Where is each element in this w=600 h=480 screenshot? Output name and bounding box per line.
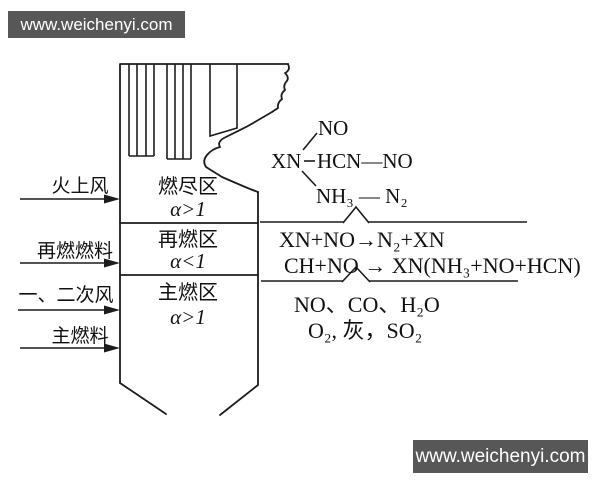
- inlet-arrow-main-fuel: [20, 343, 120, 353]
- watermark-text: www.weichenyi.com: [415, 445, 586, 467]
- label-primary-secondary-air: 一、二次风: [18, 284, 113, 306]
- label-reburn-fuel: 再燃燃料: [37, 240, 113, 262]
- products-line-1: NO、CO、H₂O: [294, 292, 440, 317]
- zone-main-name: 主燃区: [158, 281, 218, 304]
- reaction-1: XN+NO→N₂+XN: [279, 227, 445, 252]
- inlet-arrow-reburn-fuel: [20, 258, 120, 268]
- zone-reburn-alpha: α<1: [170, 249, 206, 273]
- watermark-text: www.weichenyi.com: [20, 14, 173, 34]
- inlet-arrow-primary-secondary-air: [18, 305, 120, 315]
- extension-line-lower: [261, 265, 518, 283]
- furnace-left-wall-top-edge: [119, 63, 289, 384]
- zone-burnout-alpha: α>1: [170, 197, 206, 221]
- furnace-jagged-top-right-edge: [203, 63, 290, 193]
- reaction-2: CH+NO → XN(NH₃+NO+HCN): [284, 253, 581, 278]
- chem-xn: XN: [271, 149, 301, 173]
- chem-nh3-n2: NH₃ — N₂: [316, 184, 408, 208]
- chem-hcn-no: HCN—NO: [317, 149, 413, 173]
- products-line-2: O₂, 灰，SO₂: [308, 318, 422, 343]
- tube-bundle-hatch-middle: [166, 64, 192, 160]
- zone-burnout-name: 燃尽区: [158, 175, 218, 198]
- furnace-right-wall: [219, 191, 259, 416]
- tube-bundle-hatch-left: [128, 64, 155, 157]
- caret-lower: [341, 265, 371, 283]
- furnace-hopper-left-slant: [119, 382, 167, 415]
- watermark-bottom-right: www.weichenyi.com: [413, 440, 588, 473]
- zone-main-alpha: α>1: [170, 305, 206, 329]
- inlet-arrow-overfire-air: [20, 194, 120, 204]
- label-main-fuel: 主燃料: [51, 325, 108, 347]
- watermark-top-left: www.weichenyi.com: [8, 11, 185, 38]
- label-overfire-air: 火上风: [51, 175, 108, 197]
- caret-upper: [342, 205, 370, 224]
- platen-panel: [209, 64, 238, 138]
- chem-no-top: NO: [318, 116, 348, 140]
- extension-line-upper: [260, 205, 527, 224]
- zone-reburn-name: 再燃区: [158, 228, 218, 251]
- xn-branch-bonds: [301, 132, 318, 187]
